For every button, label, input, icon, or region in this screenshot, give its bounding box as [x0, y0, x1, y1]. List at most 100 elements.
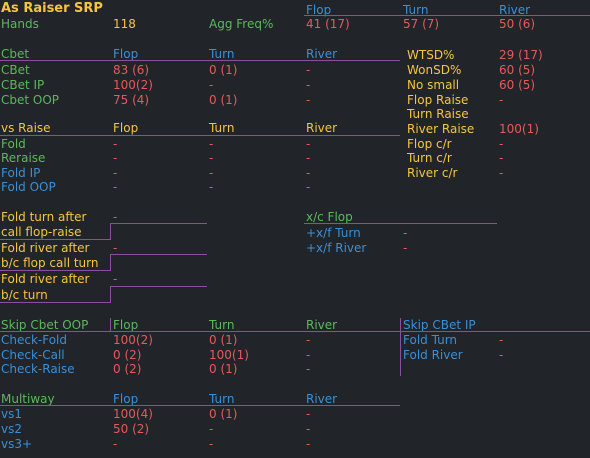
xf-river-value: -	[403, 241, 408, 255]
flop-cr-label: Flop c/r	[407, 137, 452, 151]
check-raise-turn: 0 (1)	[209, 362, 238, 376]
check-call-flop: 0 (2)	[113, 348, 142, 362]
divider	[110, 254, 111, 270]
header-river: River	[499, 3, 531, 17]
cbet-row-label: CBet	[1, 63, 30, 77]
multiway-header-river: River	[306, 392, 338, 406]
hands-value: 118	[113, 17, 136, 31]
vs3-flop: -	[113, 437, 118, 451]
ip-fold-turn-label: Fold Turn	[403, 333, 458, 347]
divider	[0, 239, 111, 240]
check-raise-label: Check-Raise	[1, 362, 75, 376]
cbet-oop-turn: 0 (1)	[209, 93, 238, 107]
vs2-river: -	[306, 422, 311, 436]
vs1-turn: 0 (1)	[209, 407, 238, 421]
fold-ip-label: Fold IP	[1, 166, 41, 180]
reraise-flop: -	[113, 151, 118, 165]
reraise-turn: -	[209, 151, 214, 165]
cbet-header-turn: Turn	[209, 47, 235, 61]
river-cr-label: River c/r	[407, 166, 458, 180]
vs3-river: -	[306, 437, 311, 451]
no-small-label: No small	[407, 78, 460, 92]
vs1-label: vs1	[1, 407, 22, 421]
skip-oop-header-flop: Flop	[113, 318, 139, 332]
vs-raise-header-river: River	[306, 121, 338, 135]
divider	[110, 286, 111, 302]
fold-after-3-value: -	[113, 272, 118, 286]
agg-freq-flop: 41 (17)	[306, 17, 350, 31]
cbet-row-flop: 83 (6)	[113, 63, 150, 77]
fold-river: -	[306, 137, 311, 151]
cbet-header-flop: Flop	[113, 47, 139, 61]
fold-after-1-value: -	[113, 210, 118, 224]
divider	[110, 318, 111, 332]
fold-ip-turn: -	[209, 166, 214, 180]
fold-ip-river: -	[306, 166, 311, 180]
header-turn: Turn	[403, 3, 429, 17]
river-cr-value: -	[499, 166, 504, 180]
skip-cbet-ip-header: Skip CBet IP	[403, 318, 476, 332]
cbet-oop-river: -	[306, 93, 311, 107]
cbet-header-river: River	[306, 47, 338, 61]
divider	[400, 331, 590, 332]
divider	[110, 254, 207, 255]
fold-after-1-line1: Fold turn after	[1, 210, 87, 224]
fold-oop-turn: -	[209, 180, 214, 194]
vs3-turn: -	[209, 437, 214, 451]
wtsd-label: WTSD%	[407, 48, 455, 62]
wonsd-value: 60 (5)	[499, 63, 536, 77]
fold-oop-river: -	[306, 180, 311, 194]
flop-cr-value: -	[499, 137, 504, 151]
divider	[110, 223, 111, 239]
xf-river-label: +x/f River	[306, 241, 367, 255]
multiway-header-turn: Turn	[209, 392, 235, 406]
flop-raise-value: -	[499, 93, 504, 107]
wonsd-label: WonSD%	[407, 63, 462, 77]
agg-freq-turn: 57 (7)	[403, 17, 440, 31]
divider	[0, 302, 111, 303]
header-flop: Flop	[306, 3, 332, 17]
cbet-ip-flop: 100(2)	[113, 78, 153, 92]
divider	[0, 331, 400, 332]
check-raise-flop: 0 (2)	[113, 362, 142, 376]
no-small-value: 60 (5)	[499, 78, 536, 92]
check-fold-flop: 100(2)	[113, 333, 153, 347]
check-call-turn: 100(1)	[209, 348, 249, 362]
divider	[110, 223, 207, 224]
ip-fold-river-value: -	[499, 348, 504, 362]
xf-turn-value: -	[403, 226, 408, 240]
fold-ip-flop: -	[113, 166, 118, 180]
ip-fold-river-label: Fold River	[403, 348, 463, 362]
fold-after-2-line1: Fold river after	[1, 241, 90, 255]
fold-turn: -	[209, 137, 214, 151]
ip-fold-turn-value: -	[499, 333, 504, 347]
fold-flop: -	[113, 137, 118, 151]
check-fold-label: Check-Fold	[1, 333, 68, 347]
check-raise-river: -	[306, 362, 311, 376]
fold-after-2-line2: b/c flop call turn	[1, 256, 99, 270]
check-call-label: Check-Call	[1, 348, 65, 362]
flop-raise-label: Flop Raise	[407, 93, 469, 107]
vs1-river: -	[306, 407, 311, 421]
vs3-label: vs3+	[1, 437, 33, 451]
fold-after-3-line2: b/c turn	[1, 288, 48, 302]
multiway-header-flop: Flop	[113, 392, 139, 406]
cbet-row-river: -	[306, 63, 311, 77]
vs-raise-header-turn: Turn	[209, 121, 235, 135]
river-raise-label: River Raise	[407, 122, 475, 136]
cbet-ip-turn: -	[209, 78, 214, 92]
fold-after-1-line2: call flop-raise	[1, 225, 82, 239]
cbet-oop-label: Cbet OOP	[1, 93, 60, 107]
divider	[0, 135, 400, 136]
xf-turn-label: +x/f Turn	[306, 226, 361, 240]
xc-flop-header: x/c Flop	[306, 210, 353, 224]
vs1-flop: 100(4)	[113, 407, 153, 421]
vs2-label: vs2	[1, 422, 22, 436]
reraise-river: -	[306, 151, 311, 165]
divider	[110, 286, 207, 287]
cbet-row-turn: 0 (1)	[209, 63, 238, 77]
divider	[0, 60, 400, 61]
agg-freq-label: Agg Freq%	[209, 17, 274, 31]
cbet-ip-label: CBet IP	[1, 78, 45, 92]
page-title: As Raiser SRP	[1, 1, 103, 16]
